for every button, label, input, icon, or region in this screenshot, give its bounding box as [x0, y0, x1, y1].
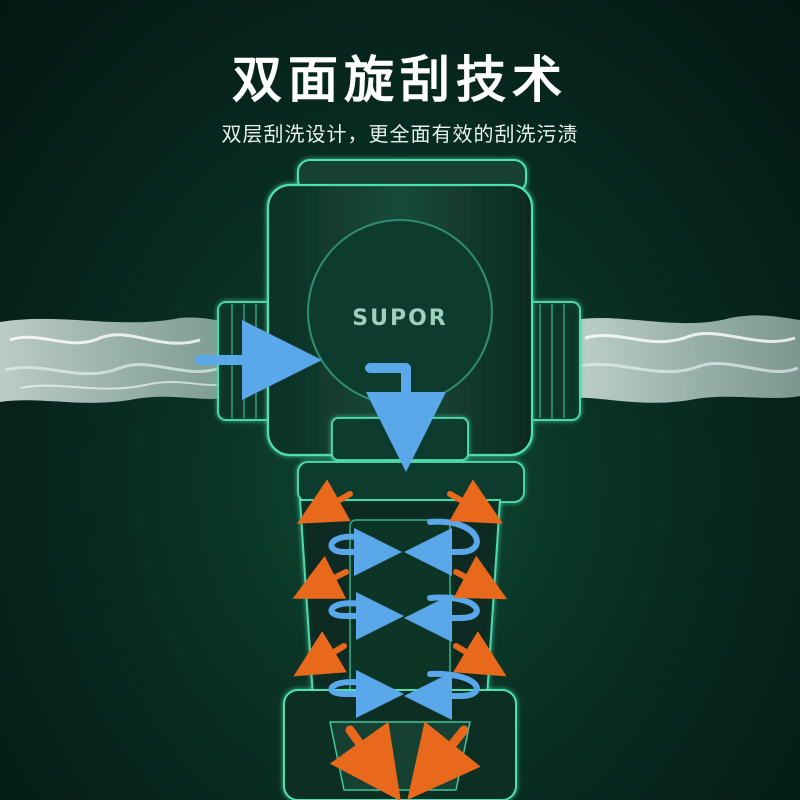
headline: 双面旋刮技术: [232, 51, 568, 109]
water-stream-right: [575, 315, 800, 403]
rotation-arrow-icon: [328, 592, 404, 640]
downflow-arrow-icon: [365, 363, 446, 472]
debris-arrow-icon: [292, 555, 349, 599]
debris-arrow-icon: [453, 555, 508, 600]
debris-arrow-icon: [453, 631, 507, 677]
rotation-arrow-icon: [404, 670, 480, 720]
debris-arrow-icon: [447, 479, 503, 524]
rotation-arrow-icon: [328, 670, 404, 718]
debris-arrow-icon: [293, 631, 347, 677]
debris-arrows: [292, 479, 508, 800]
flow-arrows: [195, 320, 480, 720]
filter-head: [266, 159, 534, 457]
outlet-port: [521, 301, 581, 421]
debris-arrow-icon: [297, 479, 353, 524]
subheadline: 双层刮洗设计，更全面有效的刮洗污渍: [221, 122, 579, 146]
filter-bowl: [283, 417, 525, 800]
debris-arrow-icon: [407, 721, 481, 800]
brand-logo: SUPOR: [352, 306, 447, 331]
water-stream-left: [0, 317, 225, 403]
rotation-arrow-icon: [404, 594, 480, 642]
rotation-arrow-icon: [404, 518, 480, 576]
rotation-arrow-icon: [328, 528, 402, 576]
debris-arrow-icon: [329, 721, 401, 800]
